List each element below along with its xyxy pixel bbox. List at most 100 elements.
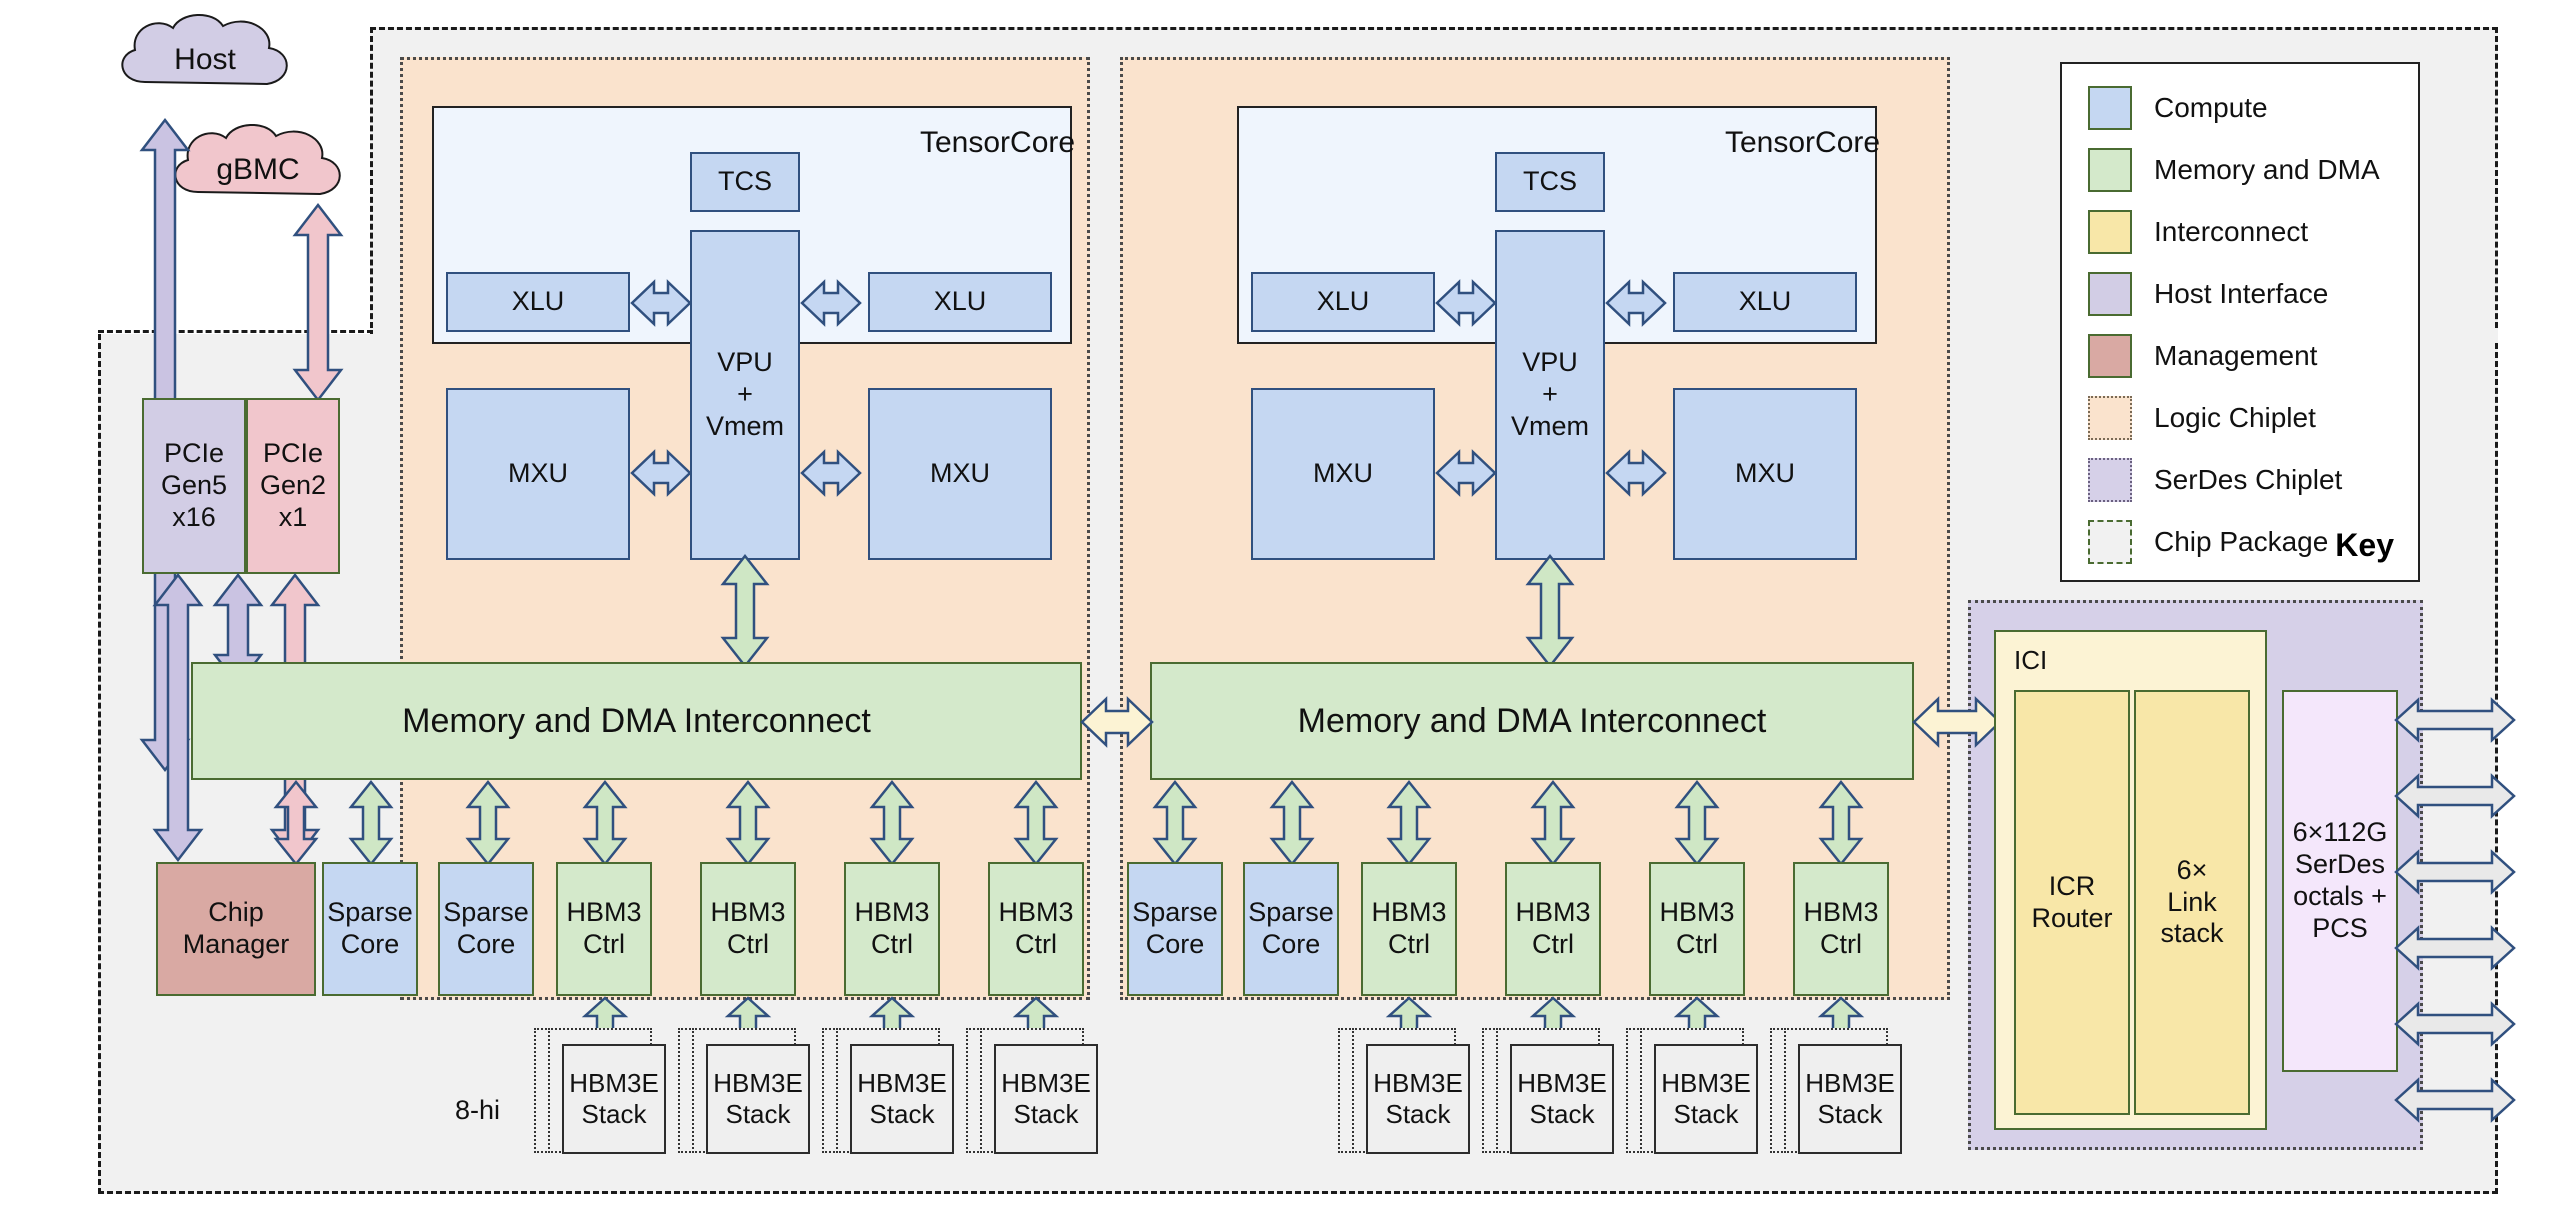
hbm-height-label: 8-hi [455, 1095, 501, 1125]
vpu-vmem-block-2: VPU + Vmem [1495, 230, 1605, 560]
gbmc-cloud: gBMC [158, 120, 358, 220]
arrow-interconnect-sparsecore-r2 [1269, 779, 1315, 867]
hbm3-ctrl-right-1: HBM3 Ctrl [1361, 862, 1457, 996]
pcie-gen5-line3: x16 [172, 501, 216, 532]
hbm3e-stack-line1: HBM3E [857, 1068, 947, 1099]
vpu-line1: VPU [717, 347, 773, 378]
pcie-gen2-line1: PCIe [262, 438, 324, 469]
legend-item: SerDes Chiplet [2088, 458, 2342, 502]
hbm3-ctrl-line1: HBM3 [1803, 897, 1879, 928]
arrow-vpu-xlu-right-1 [800, 279, 862, 327]
hbm3e-stack-line2: Stack [1385, 1099, 1451, 1129]
serdes-link-arrow [2394, 773, 2516, 819]
xlu-left-1: XLU [446, 272, 630, 332]
sparse-core-line1: Sparse [443, 897, 529, 928]
legend-item-label: Logic Chiplet [2154, 402, 2316, 433]
hbm3e-stack-line1: HBM3E [1805, 1068, 1895, 1099]
legend-item: Memory and DMA [2088, 148, 2380, 192]
host-cloud-label: Host [174, 43, 236, 76]
hbm3e-stack-line1: HBM3E [1373, 1068, 1463, 1099]
hbm3-ctrl-left-4: HBM3 Ctrl [988, 862, 1084, 996]
chip-manager-line1: Chip [208, 897, 264, 928]
pcie-gen5-line2: Gen5 [160, 470, 228, 501]
xlu-right-1: XLU [868, 272, 1052, 332]
legend-item: Host Interface [2088, 272, 2328, 316]
legend-item: Chip Package [2088, 520, 2328, 564]
arrow-interconnect-sparsecore-r1 [1152, 779, 1198, 867]
arrow-interconnect-hbm3ctrl-r2 [1530, 779, 1576, 867]
hbm3-ctrl-right-3: HBM3 Ctrl [1649, 862, 1745, 996]
hbm3-ctrl-line1: HBM3 [1371, 897, 1447, 928]
serdes-link-arrow [2394, 1077, 2516, 1123]
serdes-link-arrow [2394, 697, 2516, 743]
vpu-line2: + [1542, 379, 1558, 410]
arrow-interconnect-left-right [1080, 696, 1154, 748]
arrow-tc2-interconnect [1525, 553, 1575, 669]
link-stack-block: 6× Link stack [2134, 690, 2250, 1115]
serdes-link-arrow [2394, 1001, 2516, 1047]
serdes-link-arrow [2394, 849, 2516, 895]
arrow-interconnect-sparsecore-l2 [465, 779, 511, 867]
memory-dma-interconnect-right: Memory and DMA Interconnect [1150, 662, 1914, 780]
sparse-core-line2: Core [1261, 929, 1321, 959]
link-stack-line2: Link [2167, 886, 2217, 917]
hbm3-ctrl-line1: HBM3 [566, 897, 642, 928]
legend-item: Management [2088, 334, 2317, 378]
vpu-line3: Vmem [705, 410, 784, 441]
arrow-xlu-left-vpu-2 [1435, 279, 1497, 327]
hbm3-ctrl-left-1: HBM3 Ctrl [556, 862, 652, 996]
serdes-line2: SerDes [2294, 849, 2386, 880]
pcie-gen2-line2: Gen2 [259, 470, 327, 501]
hbm3-ctrl-right-2: HBM3 Ctrl [1505, 862, 1601, 996]
sparse-core-left-2: Sparse Core [438, 862, 534, 996]
legend-item: Interconnect [2088, 210, 2308, 254]
pcie-gen5-line1: PCIe [163, 438, 225, 469]
legend-item-label: Interconnect [2154, 216, 2309, 247]
tcs-block-2: TCS [1495, 152, 1605, 212]
hbm3e-stack-line2: Stack [1673, 1099, 1739, 1129]
arrow-pcie5-chipmanager [152, 572, 204, 863]
memory-dma-interconnect-left: Memory and DMA Interconnect [191, 662, 1082, 780]
legend-swatch [2088, 520, 2132, 564]
arrow-tc1-interconnect [720, 553, 770, 669]
chip-manager-line2: Manager [182, 929, 290, 959]
legend-item-label: Compute [2154, 92, 2268, 123]
icr-router-line1: ICR [2048, 870, 2096, 901]
hbm3-ctrl-line2: Ctrl [1532, 929, 1574, 959]
serdes-line3: octals + [2293, 881, 2387, 911]
legend-item-label: Chip Package [2154, 526, 2329, 557]
hbm3-ctrl-line1: HBM3 [1659, 897, 1735, 928]
arrow-interconnect-chipmanager [273, 779, 319, 867]
vpu-line2: + [737, 379, 753, 410]
hbm3-ctrl-line2: Ctrl [1820, 929, 1862, 959]
hbm3-ctrl-line2: Ctrl [727, 929, 769, 959]
host-cloud: Host [105, 10, 305, 110]
legend-swatch [2088, 148, 2132, 192]
mxu-left-1: MXU [446, 388, 630, 560]
arrow-interconnect-hbm3ctrl-l2 [725, 779, 771, 867]
hbm3e-stack-line1: HBM3E [713, 1068, 803, 1099]
legend-item-label: SerDes Chiplet [2154, 464, 2343, 495]
hbm3e-stack-line2: Stack [581, 1099, 647, 1129]
legend-swatch [2088, 458, 2132, 502]
legend-item-label: Host Interface [2154, 278, 2329, 309]
arrow-interconnect-hbm3ctrl-r3 [1674, 779, 1720, 867]
arrow-mxu-left-vpu-1 [630, 449, 692, 497]
sparse-core-line2: Core [456, 929, 516, 959]
mxu-right-1: MXU [868, 388, 1052, 560]
arrow-mxu-left-vpu-2 [1435, 449, 1497, 497]
hbm3e-stack-line2: Stack [725, 1099, 791, 1129]
chip-manager-block: Chip Manager [156, 862, 316, 996]
hbm3-ctrl-line2: Ctrl [1676, 929, 1718, 959]
sparse-core-right-2: Sparse Core [1243, 862, 1339, 996]
legend-swatch [2088, 210, 2132, 254]
arrow-interconnect-hbm3ctrl-l3 [869, 779, 915, 867]
tensorcore-1-title: TensorCore [920, 126, 1076, 159]
arrow-interconnect-hbm3ctrl-r4 [1818, 779, 1864, 867]
